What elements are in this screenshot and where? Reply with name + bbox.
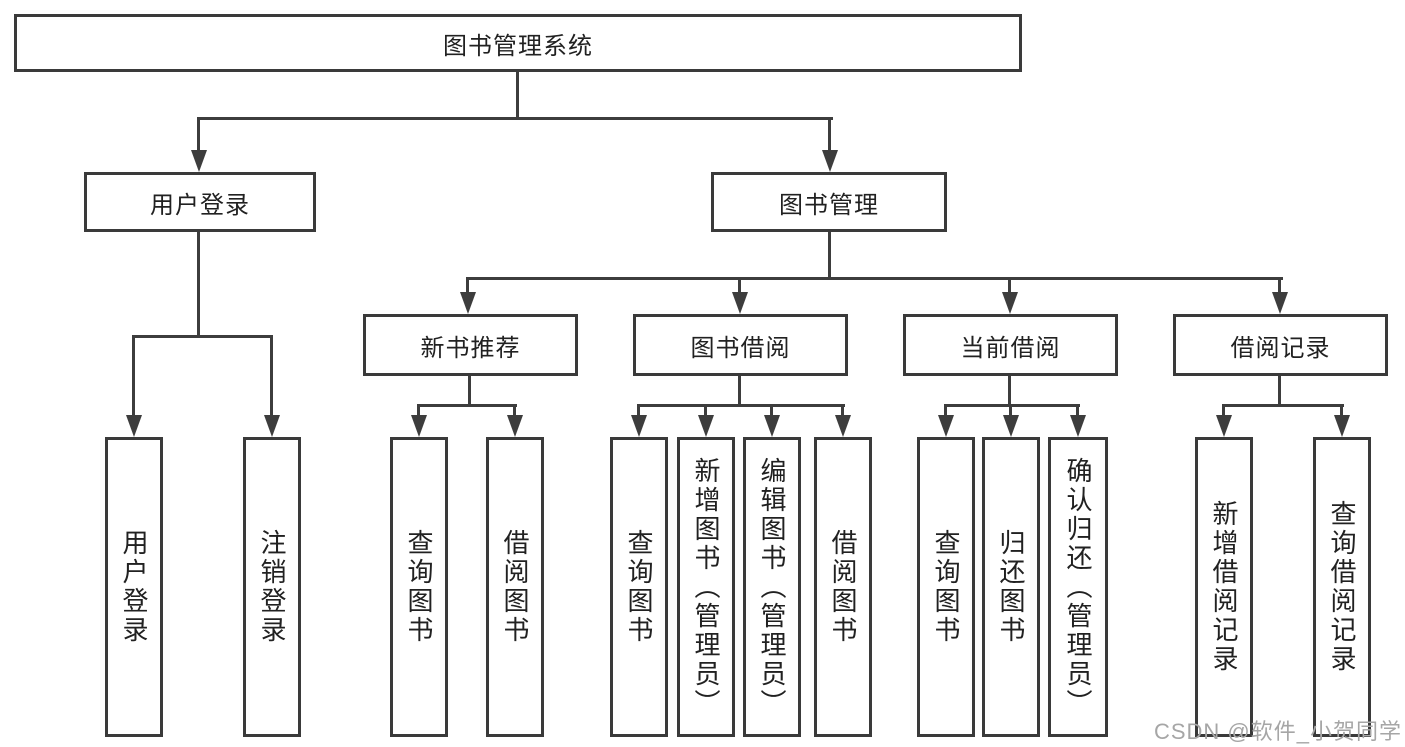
arrowhead-down-icon bbox=[1003, 415, 1019, 437]
connector-leaf-drop bbox=[770, 404, 773, 418]
connector-book-mgmt-drop bbox=[828, 117, 831, 152]
connector-leaf-drop bbox=[270, 335, 273, 418]
connector-leaf-drop bbox=[417, 404, 420, 418]
leaf-add-book-admin: 新增图书（管理员） bbox=[677, 437, 735, 737]
arrowhead-down-icon bbox=[1002, 292, 1018, 314]
connector-l3-drop bbox=[466, 277, 469, 294]
connector-user-login-drop bbox=[197, 117, 200, 152]
node-current-borrow: 当前借阅 bbox=[903, 314, 1118, 376]
arrowhead-down-icon bbox=[411, 415, 427, 437]
node-label: 确认归还（管理员） bbox=[1063, 456, 1093, 718]
arrowhead-down-icon bbox=[732, 292, 748, 314]
leaf-add-borrow-record: 新增借阅记录 bbox=[1195, 437, 1253, 737]
node-label: 当前借阅 bbox=[960, 334, 1061, 362]
node-library-management-system: 图书管理系统 bbox=[14, 14, 1022, 72]
connector-current-rail bbox=[944, 404, 1080, 407]
node-label: 图书借阅 bbox=[690, 334, 791, 362]
leaf-query-borrow-record: 查询借阅记录 bbox=[1313, 437, 1371, 737]
node-label: 编辑图书（管理员） bbox=[757, 456, 787, 718]
connector-leaf-drop bbox=[1009, 404, 1012, 418]
arrowhead-down-icon bbox=[460, 292, 476, 314]
leaf-logout: 注销登录 bbox=[243, 437, 301, 737]
node-label: 用户登录 bbox=[119, 529, 149, 645]
node-label: 注销登录 bbox=[257, 529, 287, 645]
leaf-confirm-return-admin: 确认归还（管理员） bbox=[1048, 437, 1108, 737]
connector-leaf-drop bbox=[944, 404, 947, 418]
arrowhead-down-icon bbox=[938, 415, 954, 437]
node-label: 查询借阅记录 bbox=[1327, 500, 1357, 674]
connector-book-mgmt-stem bbox=[828, 232, 831, 280]
arrowhead-down-icon bbox=[1070, 415, 1086, 437]
connector-leaf-drop bbox=[704, 404, 707, 418]
connector-leaf-drop bbox=[513, 404, 516, 418]
leaf-query-books-current: 查询图书 bbox=[917, 437, 975, 737]
connector-current-stem bbox=[1008, 376, 1011, 407]
connector-leaf-drop bbox=[1340, 404, 1343, 418]
node-label: 图书管理 bbox=[779, 191, 879, 219]
connector-book-mgmt-rail bbox=[466, 277, 1283, 280]
arrowhead-down-icon bbox=[507, 415, 523, 437]
node-label: 图书管理系统 bbox=[443, 32, 593, 60]
connector-root-rail bbox=[197, 117, 833, 120]
node-label: 借阅图书 bbox=[828, 529, 858, 645]
node-book-borrow: 图书借阅 bbox=[633, 314, 848, 376]
connector-records-stem bbox=[1278, 376, 1281, 407]
leaf-user-login: 用户登录 bbox=[105, 437, 163, 737]
connector-l3-drop bbox=[1278, 277, 1281, 294]
connector-leaf-drop bbox=[1222, 404, 1225, 418]
node-new-book-recommend: 新书推荐 bbox=[363, 314, 578, 376]
arrowhead-down-icon bbox=[126, 415, 142, 437]
node-label: 查询图书 bbox=[624, 529, 654, 645]
connector-leaf-drop bbox=[841, 404, 844, 418]
csdn-watermark: CSDN @软件_小贺同学 bbox=[1153, 719, 1402, 744]
node-label: 新增借阅记录 bbox=[1209, 500, 1239, 674]
leaf-borrow-books: 借阅图书 bbox=[814, 437, 872, 737]
node-user-login: 用户登录 bbox=[84, 172, 316, 232]
connector-borrow-rail bbox=[637, 404, 845, 407]
arrowhead-down-icon bbox=[764, 415, 780, 437]
connector-borrow-stem bbox=[738, 376, 741, 407]
arrowhead-down-icon bbox=[1216, 415, 1232, 437]
node-book-management: 图书管理 bbox=[711, 172, 947, 232]
arrowhead-down-icon bbox=[1272, 292, 1288, 314]
arrowhead-down-icon bbox=[191, 150, 207, 172]
connector-recommend-stem bbox=[468, 376, 471, 407]
node-label: 查询图书 bbox=[404, 529, 434, 645]
connector-l3-drop bbox=[738, 277, 741, 294]
connector-user-login-stem bbox=[197, 232, 200, 338]
node-label: 用户登录 bbox=[150, 191, 250, 219]
connector-root-stem bbox=[516, 70, 519, 120]
leaf-borrow-books-recommend: 借阅图书 bbox=[486, 437, 544, 737]
connector-leaf-drop bbox=[132, 335, 135, 418]
arrowhead-down-icon bbox=[835, 415, 851, 437]
connector-recommend-rail bbox=[417, 404, 517, 407]
connector-user-login-rail bbox=[132, 335, 273, 338]
node-label: 新增图书（管理员） bbox=[691, 456, 721, 718]
connector-leaf-drop bbox=[637, 404, 640, 418]
node-borrow-records: 借阅记录 bbox=[1173, 314, 1388, 376]
arrowhead-down-icon bbox=[264, 415, 280, 437]
arrowhead-down-icon bbox=[698, 415, 714, 437]
arrowhead-down-icon bbox=[1334, 415, 1350, 437]
node-label: 查询图书 bbox=[931, 529, 961, 645]
node-label: 借阅图书 bbox=[500, 529, 530, 645]
arrowhead-down-icon bbox=[822, 150, 838, 172]
connector-records-rail bbox=[1222, 404, 1344, 407]
leaf-return-book: 归还图书 bbox=[982, 437, 1040, 737]
node-label: 新书推荐 bbox=[420, 334, 521, 362]
connector-l3-drop bbox=[1008, 277, 1011, 294]
arrowhead-down-icon bbox=[631, 415, 647, 437]
leaf-query-books-recommend: 查询图书 bbox=[390, 437, 448, 737]
leaf-query-books-borrow: 查询图书 bbox=[610, 437, 668, 737]
connector-leaf-drop bbox=[1076, 404, 1079, 418]
leaf-edit-book-admin: 编辑图书（管理员） bbox=[743, 437, 801, 737]
node-label: 借阅记录 bbox=[1230, 334, 1331, 362]
node-label: 归还图书 bbox=[996, 529, 1026, 645]
